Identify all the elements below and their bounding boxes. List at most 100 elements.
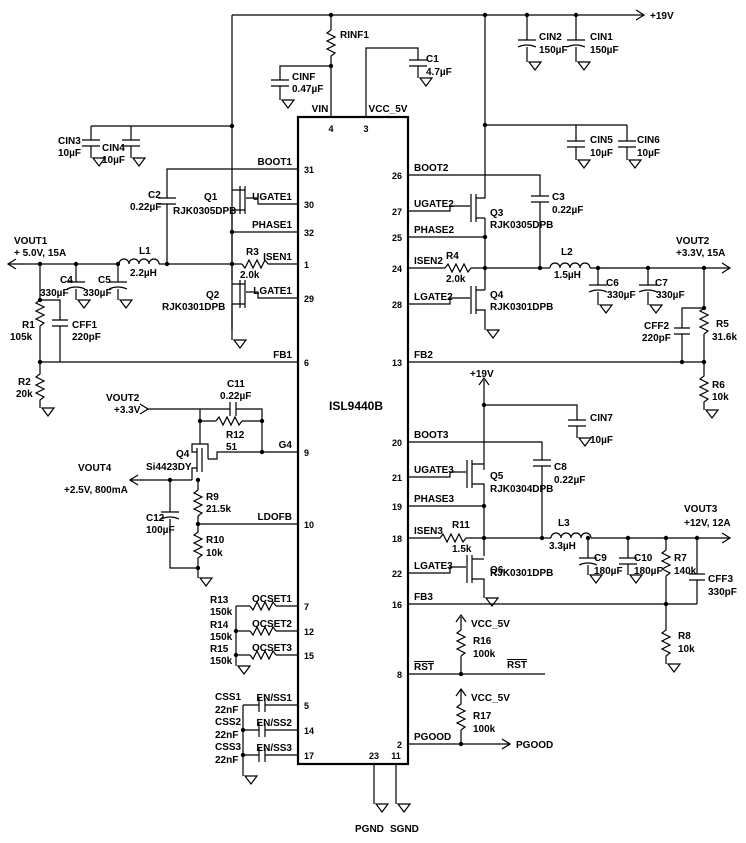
pin-28-number: 28 xyxy=(392,300,402,310)
comp-c8-36-ref: C8 xyxy=(554,462,567,473)
comp-q4-31-value: Si4423DY xyxy=(146,462,192,473)
pin-18-number: 18 xyxy=(392,534,402,544)
comp-cinf-2-ref: CINF xyxy=(292,72,315,83)
pgnd-label: PGND xyxy=(355,824,384,835)
vin2-label: +19V xyxy=(470,369,494,380)
vcc1-label: VCC_5V xyxy=(471,619,510,630)
comp-r11-38-ref: R11 xyxy=(452,520,470,531)
pin-13-label: FB2 xyxy=(414,350,433,361)
pin-5-number: 5 xyxy=(304,701,309,711)
comp-q1-10-value: RJK0305DPB xyxy=(173,206,236,217)
sgnd-label: SGND xyxy=(390,824,419,835)
comp-c12-33-ref: C12 xyxy=(146,513,165,524)
pin-6-label: FB1 xyxy=(273,350,292,361)
comp-c6-23-value: 330µF xyxy=(607,290,636,301)
comp-r7-43-ref: R7 xyxy=(674,553,687,564)
pin-26-label: BOOT2 xyxy=(414,163,449,174)
pin-10-label: LDOFB xyxy=(258,512,292,523)
comp-c3-19-value: 0.22µF xyxy=(552,205,583,216)
comp-cin7-35-ref: CIN7 xyxy=(590,413,613,424)
comp-r9-32-ref: R9 xyxy=(206,492,219,503)
comp-r12-30-ref: R12 xyxy=(226,430,245,441)
pgood-output-label: PGOOD xyxy=(516,740,553,751)
comp-r3-11-value: 2.0k xyxy=(240,270,260,281)
pin-22-number: 22 xyxy=(392,569,402,579)
comp-c9-41-ref: C9 xyxy=(594,553,607,564)
comp-css2-50-ref: CSS2 xyxy=(215,717,242,728)
comp-c11-29-ref: C11 xyxy=(227,379,245,390)
comp-c5-14-ref: C5 xyxy=(98,275,111,286)
pin-2-label: PGOOD xyxy=(414,732,451,743)
pin-17-label: EN/SS3 xyxy=(256,743,292,754)
comp-l1-12-value: 2.2µH xyxy=(130,268,157,279)
comp-c4-13-ref: C4 xyxy=(60,275,73,286)
comp-c6-23-ref: C6 xyxy=(606,278,619,289)
pin-22-label: LGATE3 xyxy=(414,561,453,572)
comp-r14-47-ref: R14 xyxy=(210,620,229,631)
comp-c11-29-value: 0.22µF xyxy=(220,391,251,402)
vin-label: +19V xyxy=(650,11,674,22)
pin-9-label: G4 xyxy=(279,440,293,451)
comp-css2-50-value: 22nF xyxy=(215,730,238,741)
pin-6-number: 6 xyxy=(304,358,309,368)
comp-c7-24-value: 330µF xyxy=(656,290,685,301)
pin-30-label: UGATE1 xyxy=(252,192,292,203)
pin-2-number: 2 xyxy=(397,740,402,750)
comp-cff2-26-value: 220pF xyxy=(642,333,671,344)
comp-c10-42-ref: C10 xyxy=(634,553,653,564)
vout3-spec: +12V, 12A xyxy=(684,518,731,529)
comp-cff1-17-value: 220pF xyxy=(72,332,101,343)
comp-l3-39-ref: L3 xyxy=(558,518,570,529)
pin-25-number: 25 xyxy=(392,233,402,243)
pin-31-number: 31 xyxy=(304,165,314,175)
comp-q6-40-ref: Q6 xyxy=(490,565,504,576)
comp-r9-32-value: 21.5k xyxy=(206,504,231,515)
pin-29-label: LGATE1 xyxy=(253,286,292,297)
comp-r10-34-value: 10k xyxy=(206,548,223,559)
pin-30-number: 30 xyxy=(304,200,314,210)
comp-c1-1-ref: C1 xyxy=(426,54,439,65)
comp-l2-22-ref: L2 xyxy=(561,247,573,258)
channel-1 xyxy=(6,168,298,417)
comp-r8-45-value: 10k xyxy=(678,644,695,655)
pin-13-number: 13 xyxy=(392,358,402,368)
comp-cin1-4-value: 150µF xyxy=(590,45,619,56)
comp-css3-51-ref: CSS3 xyxy=(215,742,242,753)
ic-pins: 4VIN3VCC_5V31BOOT130UGATE132PHASE11ISEN1… xyxy=(252,104,454,761)
pin-24-label: ISEN2 xyxy=(414,256,443,267)
pin-3-number: 3 xyxy=(363,124,368,134)
comp-cin3-5-ref: CIN3 xyxy=(58,136,81,147)
input-section: +19V xyxy=(82,9,674,330)
rail-labels: VOUT1 + 5.0V, 15A VOUT2 +3.3V, 15A VOUT2… xyxy=(14,236,731,835)
comp-r1-16-ref: R1 xyxy=(22,320,35,331)
comp-r3-11-ref: R3 xyxy=(246,247,259,258)
rst-pgood xyxy=(373,613,545,813)
comp-c10-42-value: 180µF xyxy=(634,566,663,577)
pin-19-number: 19 xyxy=(392,502,402,512)
comp-q5-37-value: RJK0304DPB xyxy=(490,484,553,495)
pin-25-label: PHASE2 xyxy=(414,225,454,236)
comp-rinf1-0-ref: RINF1 xyxy=(340,30,369,41)
comp-q2-15-value: RJK0301DPB xyxy=(162,302,225,313)
vout4-name: VOUT4 xyxy=(78,463,112,474)
vout2-in-spec: +3.3V xyxy=(114,405,141,416)
comp-l2-22-value: 1.5µH xyxy=(554,270,581,281)
comp-q6-40-value: RJK0301DPB xyxy=(490,568,553,579)
comp-c4-13-value: 330µF xyxy=(40,288,69,299)
pin-20-label: BOOT3 xyxy=(414,430,449,441)
comp-l1-12-ref: L1 xyxy=(139,246,151,257)
pin-16-label: FB3 xyxy=(414,592,433,603)
comp-r14-47-value: 150k xyxy=(210,632,233,643)
pin-31-label: BOOT1 xyxy=(258,157,293,168)
vout1-spec: + 5.0V, 15A xyxy=(14,248,66,259)
pin-20-number: 20 xyxy=(392,438,402,448)
comp-c2-9-ref: C2 xyxy=(148,190,161,201)
comp-q3-20-value: RJK0305DPB xyxy=(490,220,553,231)
pin-32-label: PHASE1 xyxy=(252,220,292,231)
comp-r17-53-value: 100k xyxy=(473,724,496,735)
comp-r8-45-ref: R8 xyxy=(678,631,691,642)
comp-cin4-6-value: 10µF xyxy=(102,155,125,166)
comp-cff3-44-ref: CFF3 xyxy=(708,574,733,585)
comp-r6-28-ref: R6 xyxy=(712,380,725,391)
